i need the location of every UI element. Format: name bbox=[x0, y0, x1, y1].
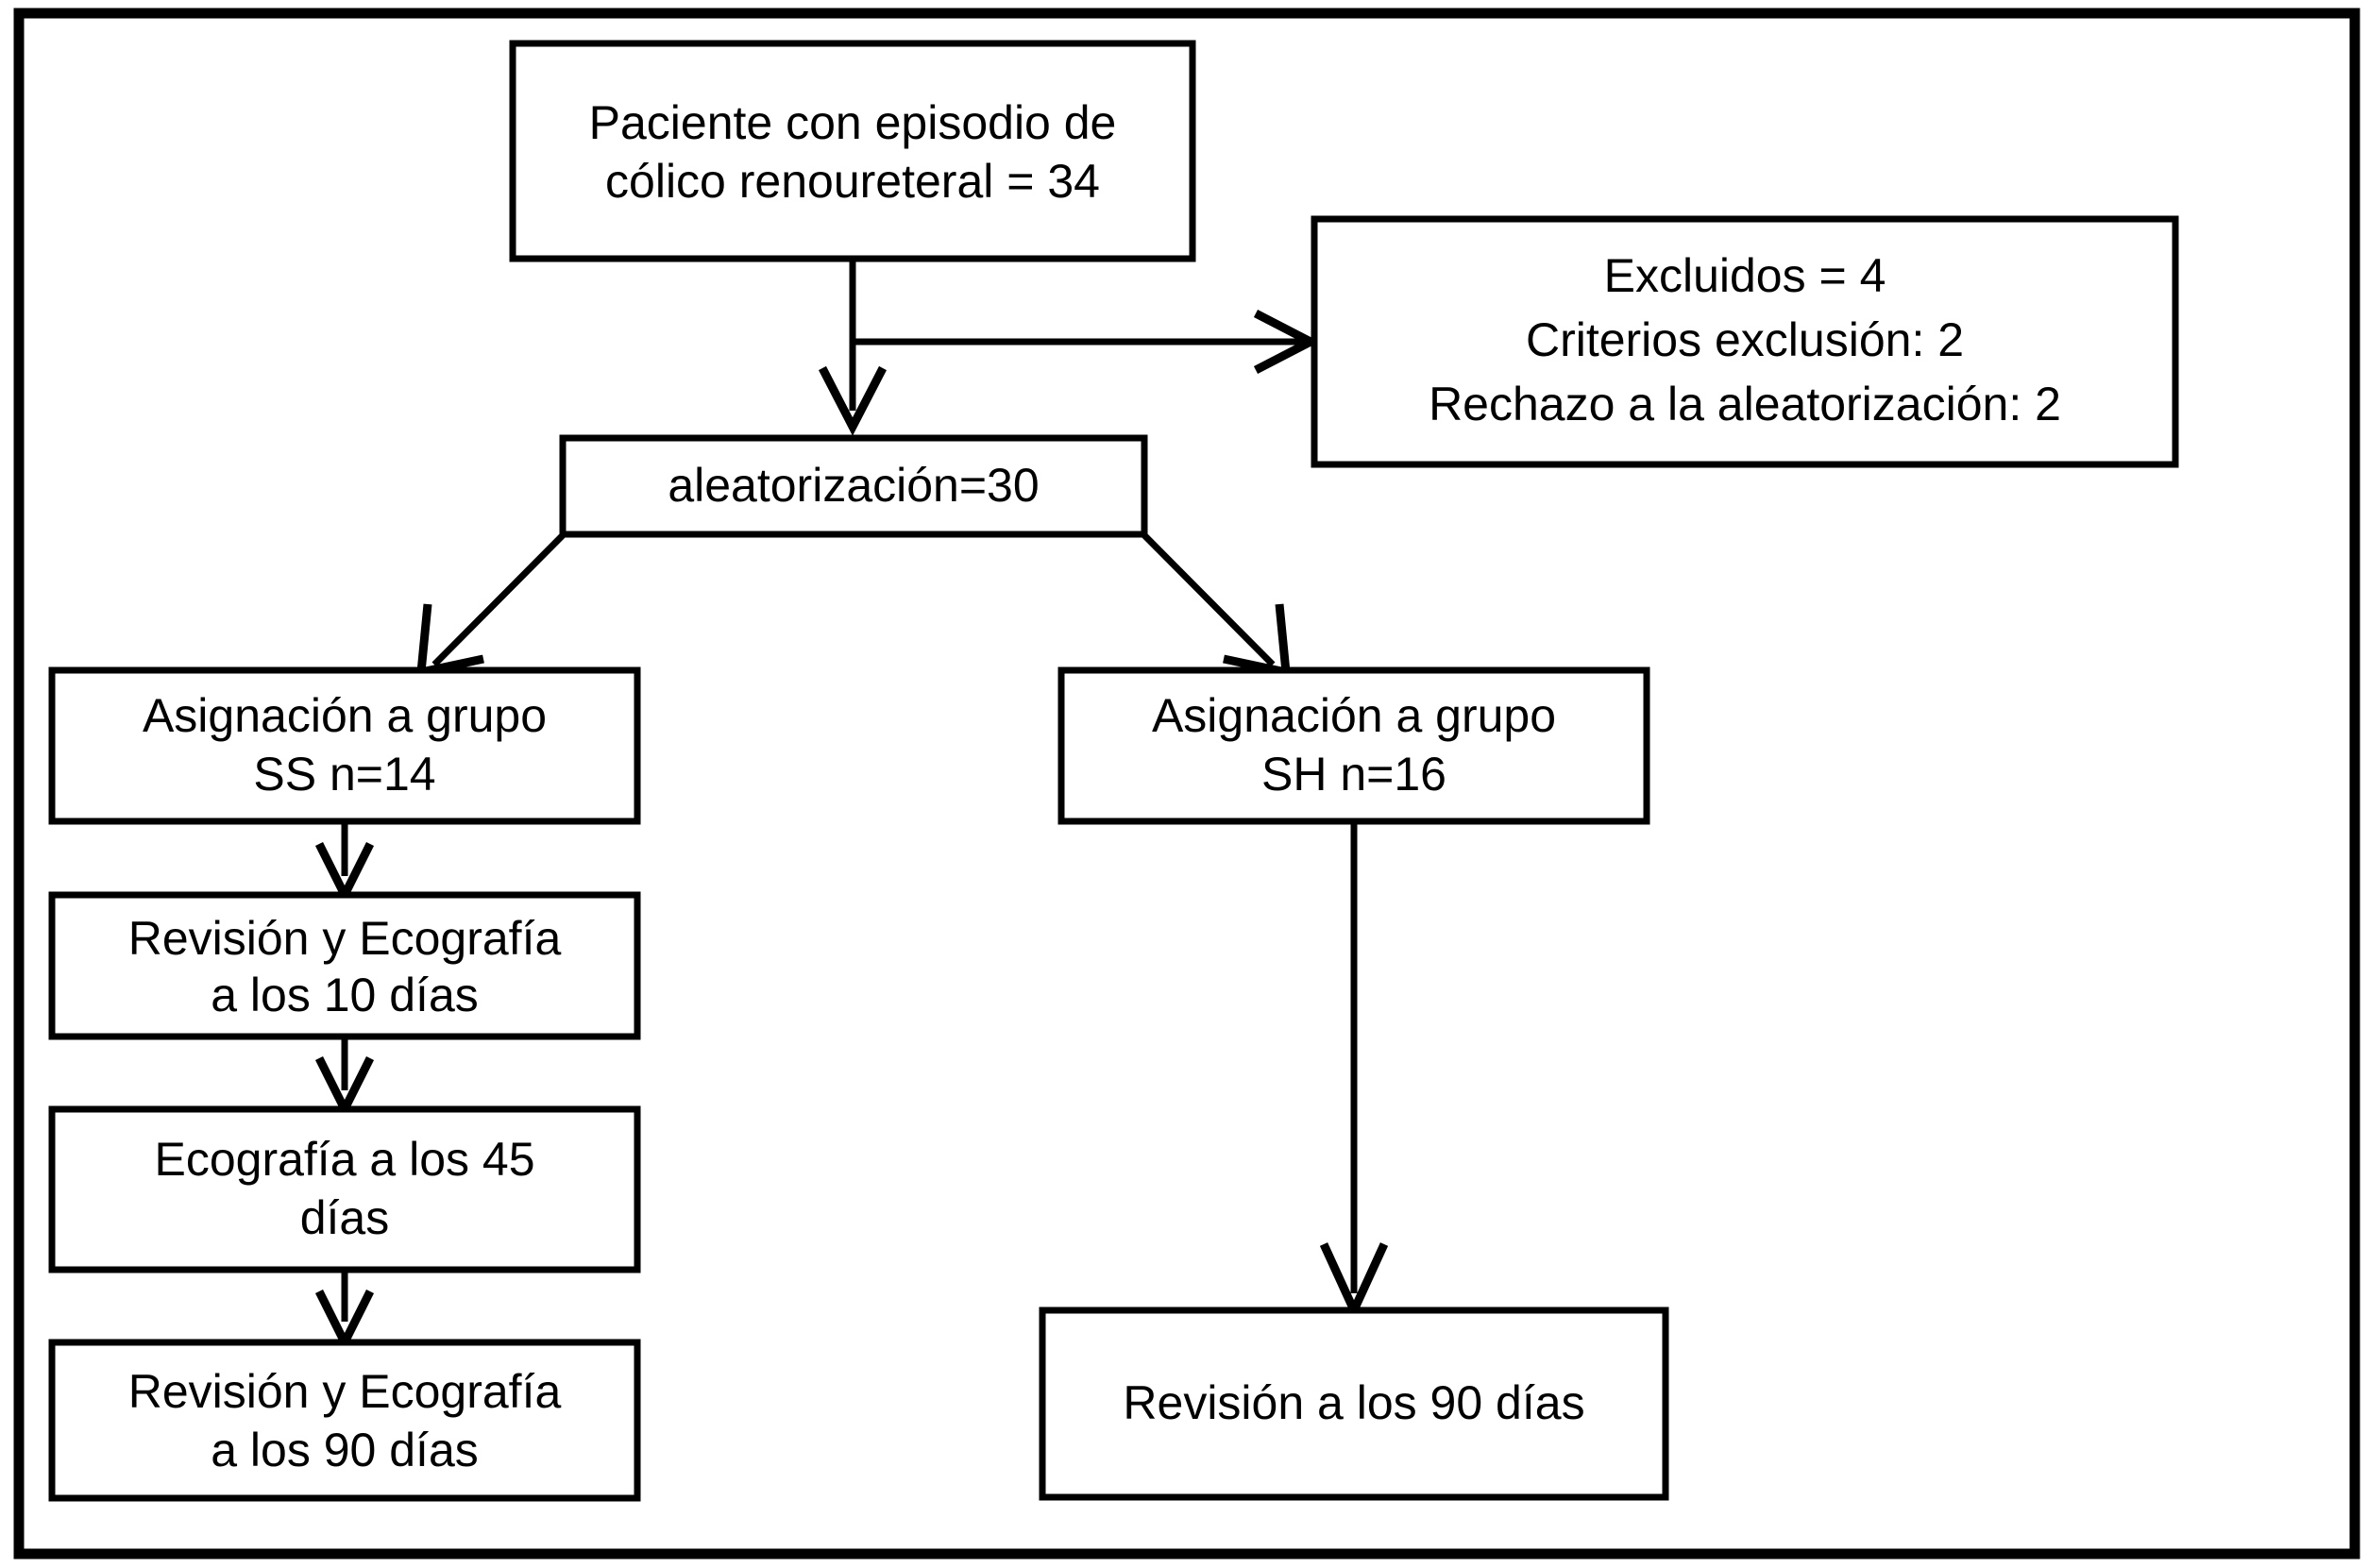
node-ss-day45-box[interactable] bbox=[48, 1105, 641, 1273]
node-enrollment-box[interactable] bbox=[509, 40, 1196, 262]
node-group-ss-box[interactable] bbox=[48, 666, 641, 825]
node-randomization-line1: aleatorización=30 bbox=[668, 459, 1039, 512]
node-ss-day90[interactable]: Revisión y Ecografía a los 90 días bbox=[48, 1339, 641, 1502]
connector-random-to-ss bbox=[431, 529, 569, 667]
node-sh-day90[interactable]: Revisión a los 90 días bbox=[1039, 1307, 1669, 1501]
node-group-ss-line1: Asignación a grupo bbox=[143, 689, 547, 742]
node-ss-day90-line1: Revisión y Ecografía bbox=[128, 1365, 562, 1418]
node-enrollment[interactable]: Paciente con episodio de cólico renouret… bbox=[509, 40, 1196, 262]
node-enrollment-line2: cólico renoureteral = 34 bbox=[605, 155, 1100, 208]
arrowhead-group-sh bbox=[1223, 603, 1292, 678]
node-excluded-line1: Excluidos = 4 bbox=[1604, 249, 1886, 302]
node-group-sh[interactable]: Asignación a grupo SH n=16 bbox=[1057, 666, 1650, 825]
node-group-sh-box[interactable] bbox=[1057, 666, 1650, 825]
node-randomization-box[interactable] bbox=[559, 434, 1148, 538]
node-excluded[interactable]: Excluidos = 4 Criterios exclusión: 2 Rec… bbox=[1311, 215, 2179, 468]
arrowhead-randomization bbox=[819, 365, 887, 436]
node-ss-day45-line2: días bbox=[300, 1191, 390, 1244]
node-excluded-line2: Criterios exclusión: 2 bbox=[1526, 313, 1964, 366]
node-group-ss[interactable]: Asignación a grupo SS n=14 bbox=[48, 666, 641, 825]
arrowhead-group-ss bbox=[415, 603, 484, 678]
node-enrollment-line1: Paciente con episodio de bbox=[589, 96, 1117, 149]
node-ss-day45[interactable]: Ecografía a los 45 días bbox=[48, 1105, 641, 1273]
node-group-sh-line1: Asignación a grupo bbox=[1152, 689, 1556, 742]
node-excluded-line3: Rechazo a la aleatorización: 2 bbox=[1429, 378, 2061, 430]
node-excluded-box[interactable] bbox=[1311, 215, 2179, 468]
node-ss-day90-box[interactable] bbox=[48, 1339, 641, 1502]
node-group-sh-line2: SH n=16 bbox=[1261, 748, 1446, 801]
node-ss-day10-line1: Revisión y Ecografía bbox=[128, 912, 562, 965]
figure-border bbox=[13, 8, 2360, 1560]
node-sh-day90-box[interactable] bbox=[1039, 1307, 1669, 1501]
node-ss-day10-box[interactable] bbox=[48, 891, 641, 1040]
node-ss-day10-line2: a los 10 días bbox=[211, 969, 479, 1021]
node-sh-day90-line1: Revisión a los 90 días bbox=[1123, 1376, 1584, 1429]
node-ss-day90-line2: a los 90 días bbox=[211, 1424, 479, 1476]
node-group-ss-line2: SS n=14 bbox=[253, 748, 435, 801]
node-ss-day10[interactable]: Revisión y Ecografía a los 10 días bbox=[48, 891, 641, 1040]
connector-random-to-sh bbox=[1138, 529, 1276, 667]
node-ss-day45-line1: Ecografía a los 45 bbox=[154, 1133, 534, 1186]
arrowhead-excluded bbox=[1253, 310, 1320, 374]
node-randomization[interactable]: aleatorización=30 bbox=[559, 434, 1148, 538]
